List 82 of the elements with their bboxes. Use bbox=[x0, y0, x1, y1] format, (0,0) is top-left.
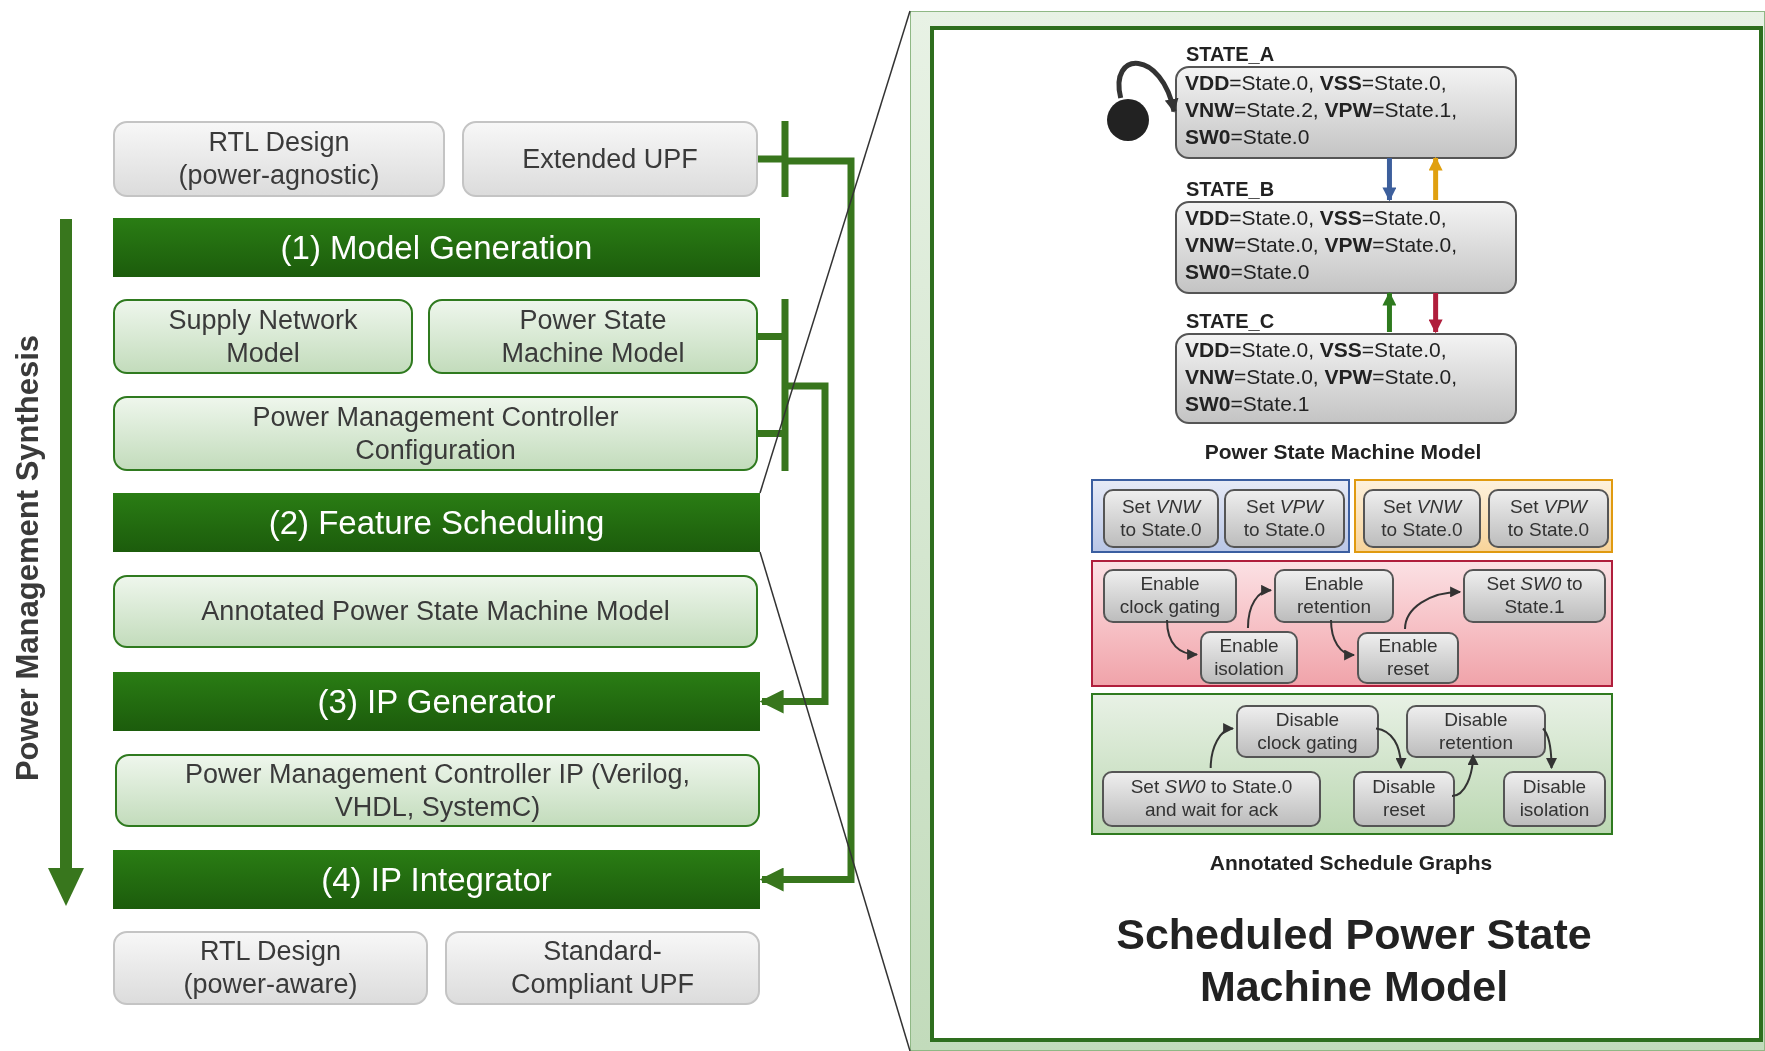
caption: Annotated Schedule Graphs bbox=[1208, 850, 1494, 876]
action-box bbox=[1406, 705, 1546, 758]
action-box bbox=[1103, 489, 1219, 548]
box-text: Annotated Power State Machine Model bbox=[201, 595, 670, 628]
panel-title: Scheduled Power State Machine Model bbox=[1115, 909, 1593, 1012]
box-text: Enable isolation bbox=[1213, 634, 1285, 681]
arrow bbox=[1451, 753, 1479, 797]
group-panel bbox=[1091, 479, 1350, 553]
box-text: Enable clock gating bbox=[1118, 573, 1222, 619]
group-panel bbox=[1354, 479, 1613, 553]
arrow bbox=[1375, 727, 1407, 770]
state-assignments: VDD=State.0, VSS=State.0, VNW=State.0, VPW=State.0, SW0=State.0 bbox=[1184, 205, 1458, 285]
box-text: Enable retention bbox=[1296, 573, 1372, 619]
box-text: Supply Network Model bbox=[167, 303, 359, 370]
state-assignments: VDD=State.0, VSS=State.0, VNW=State.2, VPW=State.1, SW0=State.0 bbox=[1184, 70, 1458, 150]
box-text: Extended UPF bbox=[522, 142, 698, 176]
stage-title: (3) IP Generator bbox=[317, 681, 556, 722]
arrow bbox=[1404, 586, 1462, 630]
group-panel bbox=[1091, 693, 1613, 835]
stage-title: (1) Model Generation bbox=[280, 227, 593, 268]
action-box bbox=[1353, 771, 1455, 827]
box-text: Standard-Compliant UPF bbox=[509, 935, 696, 1001]
action-box bbox=[1488, 489, 1609, 548]
model-box bbox=[113, 396, 758, 471]
arrow bbox=[1428, 293, 1443, 334]
arrow bbox=[1246, 585, 1273, 629]
action-box bbox=[1463, 569, 1606, 623]
state-name: STATE_B bbox=[1186, 177, 1275, 202]
box-text: Power Management Controller Configuration bbox=[251, 400, 620, 467]
action-box bbox=[1200, 631, 1298, 684]
box-text: Set VPW to State.0 bbox=[1242, 495, 1327, 542]
action-box bbox=[1103, 569, 1237, 623]
action-box bbox=[1503, 771, 1606, 827]
arrow bbox=[1428, 156, 1443, 200]
arrow bbox=[1382, 291, 1397, 332]
box-text: RTL Design (power-aware) bbox=[182, 935, 359, 1001]
arrow bbox=[1116, 61, 1178, 113]
state-name: STATE_C bbox=[1186, 309, 1275, 334]
document-box bbox=[113, 931, 428, 1005]
action-box bbox=[1357, 632, 1459, 684]
action-box bbox=[1274, 569, 1394, 623]
arrow bbox=[1382, 158, 1397, 202]
axis-label: Power Management Synthesis bbox=[8, 333, 46, 784]
caption: Power State Machine Model bbox=[1203, 439, 1483, 465]
model-box bbox=[113, 299, 413, 374]
box-text: Set VNW to State.0 bbox=[1380, 495, 1464, 542]
document-box bbox=[445, 931, 760, 1005]
arrow bbox=[1209, 724, 1235, 769]
box-text: Enable reset bbox=[1377, 635, 1439, 681]
box-text: Disable retention bbox=[1438, 708, 1514, 755]
box-text: Set VNW to State.0 bbox=[1119, 495, 1203, 542]
arrow bbox=[1542, 727, 1557, 770]
model-box bbox=[115, 754, 760, 827]
stage-title: (4) IP Integrator bbox=[321, 859, 552, 900]
box-text: Set SW0 to State.0 and wait for ack bbox=[1129, 776, 1294, 822]
action-box bbox=[1363, 489, 1481, 548]
box-text: Disable reset bbox=[1371, 776, 1437, 822]
step-bar bbox=[113, 218, 760, 277]
box-text: Disable clock gating bbox=[1256, 708, 1359, 755]
zoom-line bbox=[759, 10, 911, 494]
box-text: Set VPW to State.0 bbox=[1506, 495, 1591, 542]
action-box bbox=[1236, 705, 1379, 758]
step-bar bbox=[113, 850, 760, 909]
model-box bbox=[428, 299, 758, 374]
state-assignments: VDD=State.0, VSS=State.0, VNW=State.0, VPW=State.0, SW0=State.1 bbox=[1184, 337, 1458, 417]
box-text: Set SW0 to State.1 bbox=[1485, 573, 1584, 619]
action-box bbox=[1102, 771, 1321, 827]
box-text: Power State Machine Model bbox=[500, 303, 686, 370]
arrow bbox=[1330, 619, 1356, 660]
step-bar bbox=[113, 672, 760, 731]
stage-title: (2) Feature Scheduling bbox=[268, 502, 605, 543]
model-box bbox=[113, 575, 758, 648]
arrow bbox=[1166, 619, 1199, 660]
action-box bbox=[1224, 489, 1345, 548]
box-text: Power Management Controller IP (Verilog, VHDL, SystemC) bbox=[183, 757, 692, 824]
box-text: Disable isolation bbox=[1518, 776, 1591, 822]
group-panel bbox=[1091, 560, 1613, 687]
step-bar bbox=[113, 493, 760, 552]
document-box bbox=[462, 121, 758, 197]
state-name: STATE_A bbox=[1186, 42, 1275, 67]
box-text: RTL Design (power-agnostic) bbox=[177, 126, 381, 192]
document-box bbox=[113, 121, 445, 197]
